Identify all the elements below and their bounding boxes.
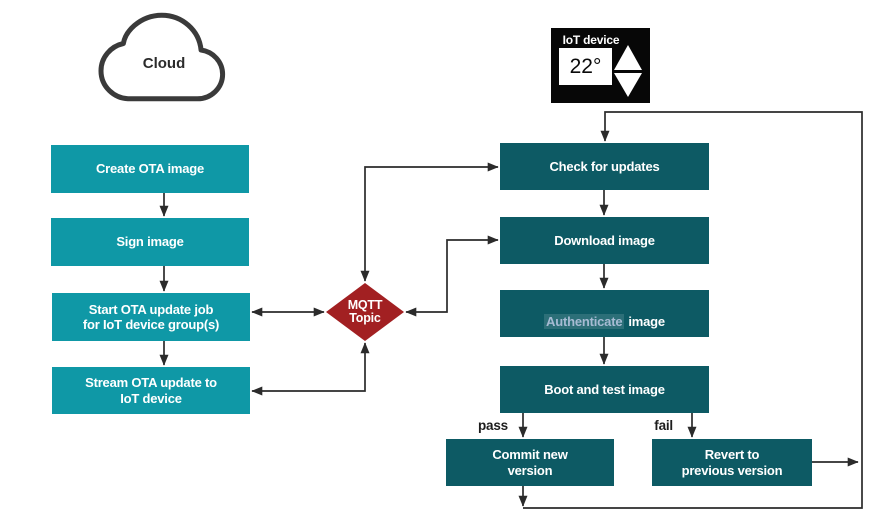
down-arrow-icon [614,73,642,97]
connector-mqtt-download-bidirectional [405,235,499,317]
mqtt-topic-label: MQTT Topic [347,297,383,325]
step-label: Revert to previous version [681,447,783,478]
step-label: Create OTA image [95,161,205,177]
iot-device-icon: IoT device 22° [551,28,650,103]
step-revert-to-previous-version: Revert to previous version [652,439,812,486]
connector-mqtt-check-bidirectional [360,162,499,282]
iot-device-label: IoT device [562,33,620,47]
step-label: Commit new version [492,447,568,478]
step-create-ota-image: Create OTA image [51,145,249,193]
step-sign-image: Sign image [51,218,249,266]
temperature-display: 22° [559,48,612,85]
step-download-image: Download image [500,217,709,264]
step-commit-new-version: Commit new version [446,439,614,486]
mqtt-diamond-shape [326,283,404,341]
cloud-label: Cloud [142,55,186,72]
step-label: Download image [554,232,655,248]
authenticate-highlighted-text: Authenticate [544,313,625,329]
step-label: Boot and test image [544,381,665,397]
step-label: Check for updates [549,158,660,174]
connector-mqtt-stream-bidirectional [251,342,370,396]
step-label: Stream OTA update to IoT device [85,375,217,406]
fail-branch-label: fail [654,418,673,433]
temperature-value: 22° [569,54,602,78]
cloud-icon: Cloud [98,0,229,106]
step-label: image [628,313,665,329]
step-stream-ota-update: Stream OTA update to IoT device [52,367,250,414]
pass-branch-label: pass [478,418,508,433]
up-arrow-icon [614,45,642,70]
step-check-for-updates: Check for updates [500,143,709,190]
cloud-shape [98,12,226,102]
mqtt-topic-node: MQTT Topic [326,283,404,341]
step-start-ota-update-job: Start OTA update job for IoT device grou… [52,293,250,341]
step-label: Start OTA update job for IoT device grou… [82,301,220,333]
step-label: Sign image [116,234,184,250]
step-boot-and-test-image: Boot and test image [500,366,709,413]
